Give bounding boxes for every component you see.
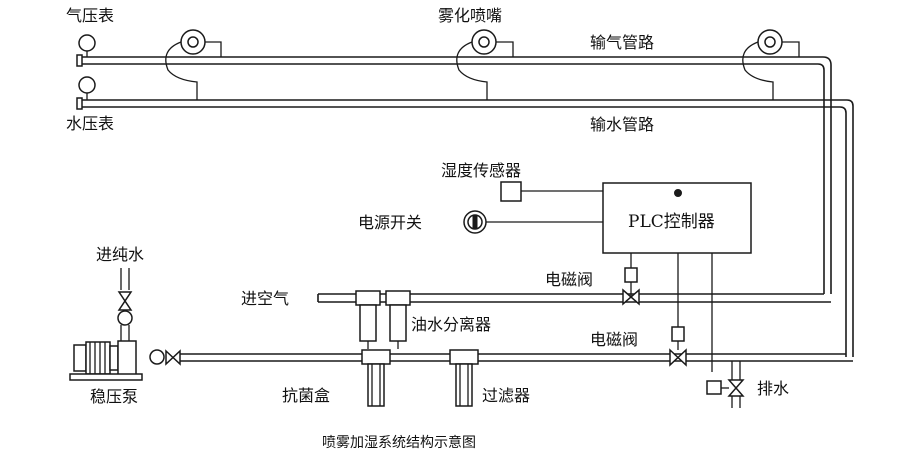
oil-water-separator-1 [355, 290, 381, 349]
label-filter: 过滤器 [482, 386, 530, 405]
label-humidity-sensor: 湿度传感器 [441, 161, 521, 180]
pure-water-inlet [117, 268, 133, 341]
water-main-pipe [180, 353, 853, 362]
label-oil-water-separator: 油水分离器 [411, 315, 491, 334]
label-air-pipe: 输气管路 [590, 33, 654, 52]
label-air-gauge: 气压表 [66, 6, 114, 25]
air-pipe-end-cap [76, 54, 83, 67]
drain-valve [706, 361, 745, 408]
label-water-pipe: 输水管路 [590, 115, 654, 134]
label-plc: PLC控制器 [628, 212, 715, 232]
water-pipe-line [82, 99, 854, 357]
label-pure-water-in: 进纯水 [96, 245, 144, 264]
label-drain: 排水 [757, 379, 789, 398]
diagram-caption: 喷雾加湿系统结构示意图 [322, 434, 476, 451]
stabilizing-pump [69, 340, 165, 381]
atomizing-nozzle-3 [742, 29, 800, 100]
oil-water-separator-2 [385, 290, 411, 349]
water-pipe-end-cap [76, 97, 83, 110]
label-antibacterial-box: 抗菌盒 [282, 386, 330, 405]
antibacterial-box [361, 349, 391, 407]
power-switch-icon [463, 210, 487, 234]
air-pipe-line [82, 56, 832, 294]
water-pressure-gauge [78, 76, 96, 100]
atomizing-nozzle-1 [165, 29, 222, 100]
label-water-gauge: 水压表 [66, 114, 114, 133]
label-solenoid-bottom: 电磁阀 [590, 330, 638, 349]
label-air-in: 进空气 [241, 289, 289, 308]
solenoid-valve-air [622, 267, 640, 306]
atomizing-nozzle-2 [456, 29, 514, 100]
water-filter [449, 349, 479, 407]
label-pump: 稳压泵 [90, 387, 138, 406]
humidity-sensor-box [500, 181, 522, 202]
manual-valve [165, 349, 181, 366]
label-power-switch: 电源开关 [358, 213, 422, 232]
label-solenoid-top: 电磁阀 [545, 270, 593, 289]
plc-indicator-dot [674, 189, 682, 197]
solenoid-valve-water [669, 326, 687, 367]
air-pressure-gauge [78, 34, 96, 57]
label-nozzle: 雾化喷嘴 [438, 6, 502, 25]
